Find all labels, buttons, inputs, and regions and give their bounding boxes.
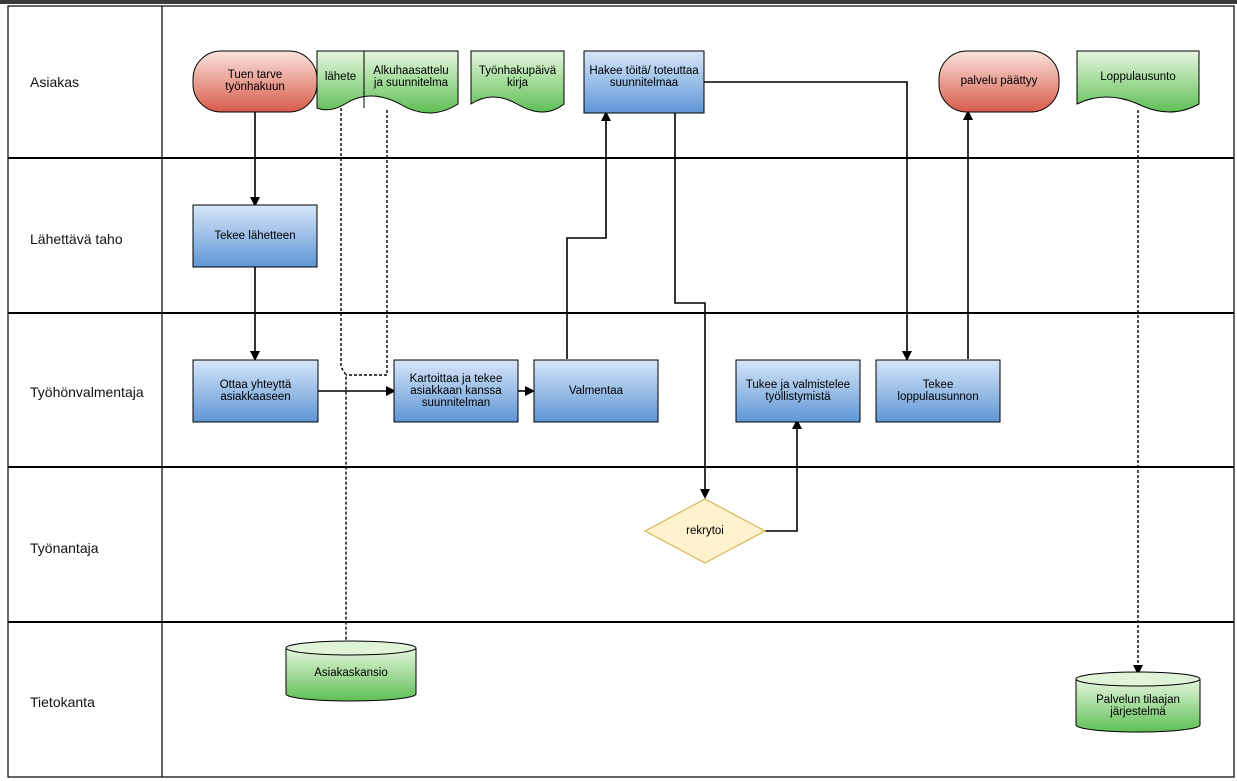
- label-loppulausunto: Loppulausunto: [1100, 71, 1176, 83]
- lane-label-lahettava-taho: Lähettävä taho: [30, 231, 123, 247]
- edge-alkuhaasattelu-ottaa: [346, 110, 388, 376]
- database-asiakaskansio: [285, 640, 417, 702]
- edge-lahete-asiakaskansio: [340, 108, 347, 640]
- lane-label-tietokanta: Tietokanta: [30, 694, 95, 710]
- lane-label-asiakas: Asiakas: [30, 74, 80, 90]
- edge-rekrytoi-tukee: [765, 419, 802, 532]
- database-palvelun-tilaajan: [1075, 671, 1201, 733]
- label-alkuhaasattelu: Alkuhaasattelu ja suunnitelma: [373, 65, 449, 89]
- process-hakee-toita: [583, 50, 705, 114]
- label-palvelu-paattyy: palvelu päättyy: [960, 75, 1038, 87]
- label-kartoittaa: Kartoittaa ja tekee asiakkaan kanssa suu…: [409, 373, 503, 409]
- label-asiakaskansio: Asiakaskansio: [314, 667, 388, 679]
- edge-hakee-loppu: [704, 81, 912, 361]
- process-tukee: [735, 359, 861, 423]
- label-tukee: Tukee ja valmistelee työllistymistä: [745, 379, 851, 403]
- lane-label-tyohonvalmentaja: Työhönvalmentaja: [30, 384, 144, 400]
- lane-frame: [7, 5, 1235, 778]
- label-hakee-toita: Hakee töitä/ toteuttaa suunnitelmaa: [589, 65, 699, 89]
- label-valmentaa: Valmentaa: [568, 385, 624, 397]
- document-lahete-alkuhaasattelu: [316, 50, 459, 114]
- decision-rekrytoi: [643, 498, 767, 564]
- document-tyonhakupaivakirja: [470, 50, 565, 113]
- process-tekee-lahetteen: [192, 204, 318, 268]
- dashed-connectors: [340, 108, 1143, 675]
- label-ottaa-yhteytta: Ottaa yhteyttä asiakkaaseen: [219, 379, 292, 403]
- document-loppulausunto: [1076, 50, 1200, 113]
- label-tekee-lahetteen: Tekee lähetteen: [214, 230, 296, 242]
- label-rekrytoi: rekrytoi: [686, 525, 724, 537]
- label-tuen-tarve: Tuen tarve työnhakuun: [225, 69, 285, 93]
- edge-valmentaa-hakee: [566, 111, 611, 359]
- label-lahete: lähete: [324, 71, 357, 83]
- terminal-palvelu-paattyy: [938, 50, 1060, 113]
- edge-hakee-rekrytoi: [674, 113, 710, 499]
- lane-label-tyonantaja: Työnantaja: [30, 540, 99, 556]
- label-palvelun-tilaajan: Palvelun tilaajan järjestelmä: [1096, 694, 1180, 718]
- connectors: [250, 81, 973, 532]
- label-tekee-loppulausunnon: Tekee loppulausunnon: [897, 379, 979, 403]
- label-tyonhakupaivakirja: Työnhakupäivä kirja: [478, 65, 557, 89]
- process-kartoittaa: [393, 359, 519, 423]
- window-top-bar: [0, 0, 1237, 4]
- process-valmentaa: [533, 359, 659, 423]
- process-ottaa-yhteytta: [192, 359, 319, 423]
- process-tekee-loppulausunnon: [875, 359, 1001, 423]
